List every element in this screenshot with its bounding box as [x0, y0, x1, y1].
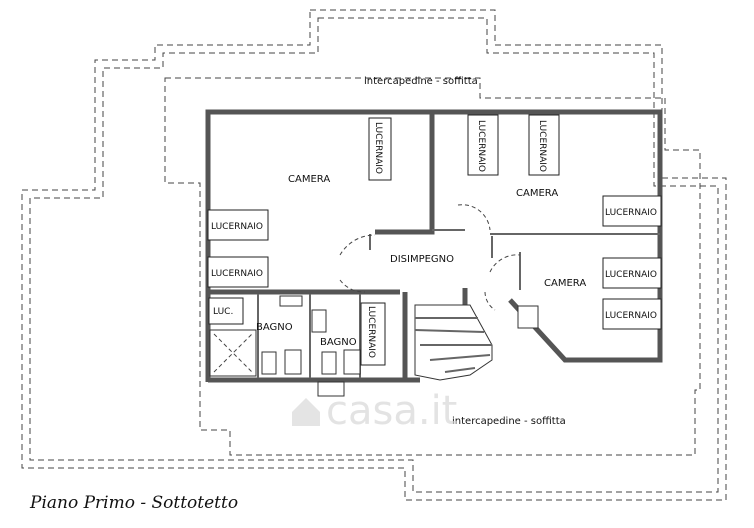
watermark: casa.it — [292, 388, 457, 434]
skylight-label-9: LUCERNAIO — [605, 311, 657, 321]
skylight-box-2 — [467, 114, 499, 176]
skylight-label-7: LUCERNAIO — [605, 208, 657, 218]
room-camera-3: CAMERA — [544, 278, 586, 289]
bidet-2 — [321, 351, 337, 375]
spiral-stair — [414, 304, 493, 381]
inner-dashed-outline — [164, 77, 701, 456]
skylight-box-3 — [528, 114, 560, 176]
room-camera-1: CAMERA — [288, 174, 330, 185]
skylight-box-9 — [602, 298, 662, 330]
room-camera-2: CAMERA — [516, 188, 558, 199]
room-bagno-2: BAGNO — [320, 337, 357, 348]
attic-outline-inner — [29, 17, 719, 493]
skylight-label-2: LUCERNAIO — [476, 120, 486, 172]
wc-1 — [284, 349, 302, 375]
shower-tray — [209, 329, 257, 377]
skylight-label-6: LUCERNAIO — [211, 269, 263, 279]
wc-2 — [343, 349, 361, 375]
skylight-label-1: LUCERNAIO — [373, 122, 383, 174]
door-arc-1 — [339, 234, 376, 256]
skylight-box-6 — [207, 256, 269, 288]
wall-disimpegno — [369, 234, 521, 290]
skylight-label-8: LUCERNAIO — [605, 270, 657, 280]
skylight-box-8 — [602, 257, 662, 289]
wall-camera-2-bottom — [432, 229, 660, 235]
bidet-1 — [261, 351, 277, 375]
sink-1 — [279, 295, 303, 307]
watermark-text: casa.it — [326, 388, 457, 434]
skylight-box-4 — [360, 302, 386, 366]
skylight-label-5: LUCERNAIO — [211, 222, 263, 232]
wall-bathrooms — [208, 289, 420, 383]
plan-title: Piano Primo - Sottotetto — [29, 493, 238, 513]
attic-outline — [21, 9, 727, 501]
shower-dots — [213, 333, 253, 373]
watermark-house-icon — [292, 398, 320, 426]
skylight-label-small: LUC. — [213, 307, 233, 317]
chimney-flue — [317, 381, 345, 397]
skylight-label-4: LUCERNAIO — [366, 306, 376, 358]
fireplace — [517, 305, 539, 329]
label-intercapedine-top: intercapedine - soffitta — [364, 76, 478, 87]
wall-camera-2 — [432, 109, 663, 363]
door-arc-5 — [484, 291, 496, 311]
sink-2 — [311, 309, 327, 333]
skylight-label-3: LUCERNAIO — [537, 120, 547, 172]
skylight-box-small — [208, 297, 244, 325]
door-arc-4 — [339, 279, 366, 293]
stair-steps — [414, 317, 492, 373]
label-intercapedine-bottom: intercapedine - soffitta — [452, 416, 566, 427]
door-arc-2 — [457, 204, 491, 231]
room-bagno-1: BAGNO — [256, 322, 293, 333]
skylight-box-5 — [207, 209, 269, 241]
room-disimpegno: DISIMPEGNO — [390, 254, 454, 265]
skylight-box-7 — [602, 195, 662, 227]
skylight-box-1 — [368, 117, 392, 181]
door-arc-3 — [489, 254, 521, 273]
